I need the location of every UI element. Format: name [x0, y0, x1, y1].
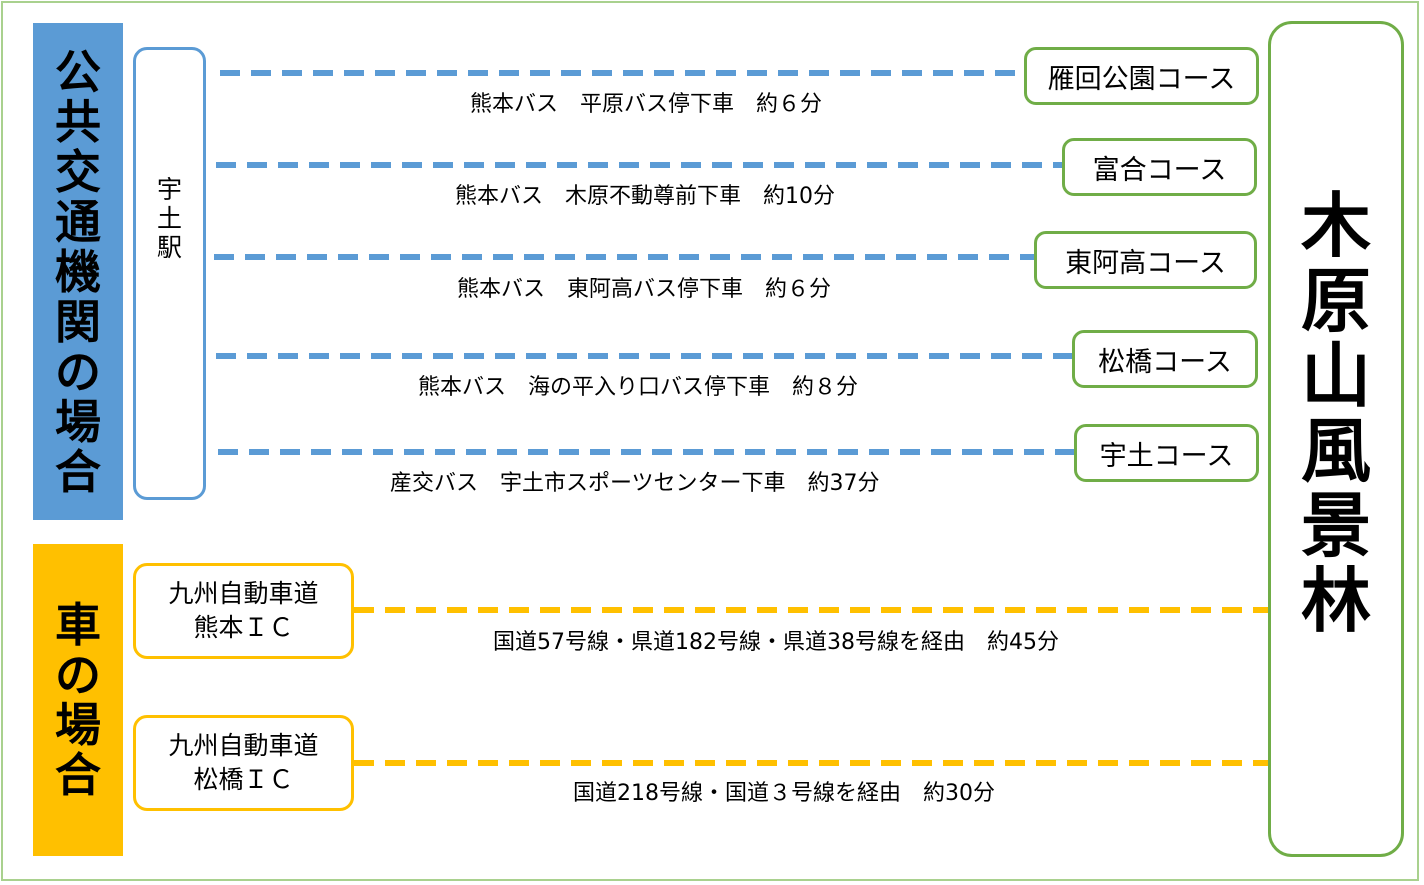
car-label: 車 の 場 合: [33, 544, 123, 856]
label-char: 公: [55, 44, 101, 99]
label-char: 機: [55, 244, 101, 299]
label-char: 共: [55, 94, 101, 149]
label-char: 関: [55, 294, 101, 349]
label-char: の: [55, 648, 101, 702]
interchange-box: 九州自動車道 松橋ＩＣ: [133, 715, 354, 811]
destination-box: 木 原 山 風 景 林: [1268, 21, 1404, 857]
course-name: 雁回公園コース: [1047, 63, 1236, 95]
station-char: 宇: [156, 175, 182, 204]
course-name: 富合コース: [1092, 154, 1227, 186]
label-char: 交: [55, 144, 101, 199]
destination-char: 風: [1301, 410, 1371, 492]
ic-line1: 九州自動車道: [168, 579, 319, 608]
route-info: 熊本バス 平原バス停下車 約６分: [470, 92, 823, 117]
label-char: 通: [55, 194, 101, 249]
label-char: 合: [55, 444, 101, 499]
route-info: 国道218号線・国道３号線を経由 約30分: [573, 781, 995, 806]
course-box: 富合コース: [1062, 138, 1257, 196]
ic-line1: 九州自動車道: [168, 731, 319, 760]
route-info: 熊本バス 東阿高バス停下車 約６分: [457, 277, 832, 302]
course-name: 宇土コース: [1099, 440, 1234, 472]
label-char: の: [55, 344, 101, 399]
destination-char: 林: [1301, 560, 1371, 642]
destination-char: 山: [1301, 335, 1371, 417]
label-char: 場: [55, 698, 101, 752]
course-box: 宇土コース: [1074, 424, 1259, 482]
course-name: 松橋コース: [1098, 346, 1232, 378]
course-name: 東阿高コース: [1065, 247, 1226, 279]
route-info: 国道57号線・県道182号線・県道38号線を経由 約45分: [493, 630, 1059, 655]
route-info: 熊本バス 海の平入り口バス停下車 約８分: [418, 375, 859, 400]
destination-char: 木: [1301, 185, 1371, 267]
course-box: 松橋コース: [1072, 330, 1258, 388]
course-box: 雁回公園コース: [1024, 47, 1259, 105]
route-info: 熊本バス 木原不動尊前下車 約10分: [455, 184, 835, 209]
course-box: 東阿高コース: [1034, 231, 1257, 289]
ic-line2: 熊本ＩＣ: [193, 613, 294, 642]
station-box: 宇 土 駅: [133, 47, 206, 500]
label-char: 車: [55, 598, 101, 652]
destination-char: 景: [1301, 485, 1371, 567]
public-transport-label: 公 共 交 通 機 関 の 場 合: [33, 23, 123, 520]
ic-line2: 松橋ＩＣ: [193, 765, 294, 794]
label-char: 場: [55, 394, 101, 449]
label-char: 合: [55, 748, 101, 802]
route-info: 産交バス 宇土市スポーツセンター下車 約37分: [390, 471, 880, 496]
station-char: 駅: [156, 233, 182, 262]
station-char: 土: [156, 204, 182, 233]
interchange-box: 九州自動車道 熊本ＩＣ: [133, 563, 354, 659]
destination-char: 原: [1301, 260, 1371, 342]
